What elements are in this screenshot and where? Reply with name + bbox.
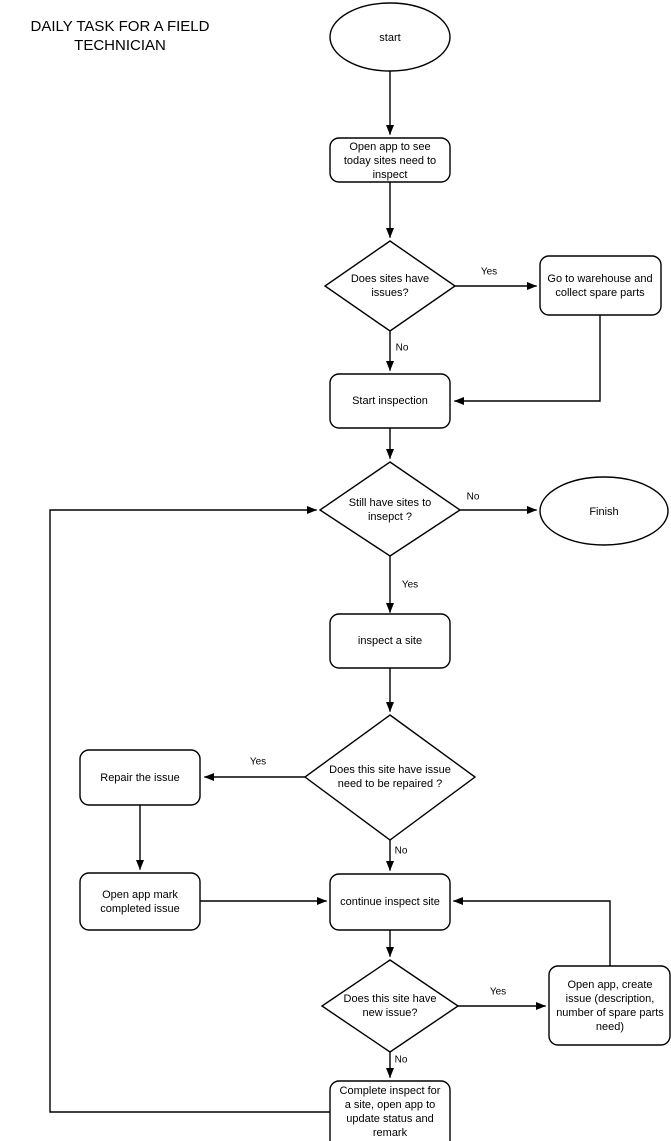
edge-label-still-sites-no: No — [467, 492, 480, 503]
node-open-app-create-issue-line-3: number of spare parts — [556, 1007, 664, 1019]
node-open-app-mark-line-1: Open app mark — [102, 889, 178, 901]
edge-labels-layer: Yes No No Yes Yes No Yes No — [250, 267, 506, 1066]
node-open-app-today-line-2: today sites need to — [344, 155, 436, 167]
open-app-mark-rect-shape — [79, 872, 201, 931]
node-site-new-issue-line-1: Does this site have — [344, 993, 437, 1005]
edge-label-repair-yes: Yes — [250, 757, 266, 768]
node-open-app-create-issue-line-4: need) — [596, 1021, 624, 1033]
node-open-app-create-issue[interactable]: Open app, create issue (description, num… — [548, 965, 671, 1046]
edge-label-repair-no: No — [395, 846, 408, 857]
edges-layer — [49, 69, 611, 1113]
edge-label-still-sites-yes: Yes — [402, 580, 418, 591]
node-start-label: start — [379, 32, 400, 44]
site-need-repair-diamond-shape — [303, 714, 477, 841]
inspect-a-site-rect-shape — [329, 613, 451, 669]
node-inspect-a-site[interactable]: inspect a site — [329, 613, 451, 669]
edge-warehouse-to-start-inspection — [454, 314, 601, 405]
still-have-sites-diamond-shape — [318, 461, 462, 557]
node-site-need-repair-line-2: need to be repaired ? — [338, 778, 443, 790]
node-complete-inspect-line-3: update status and — [346, 1113, 433, 1125]
node-site-new-issue-line-2: new issue? — [362, 1007, 417, 1019]
open-app-today-rect-shape — [329, 137, 451, 183]
node-finish-label: Finish — [589, 506, 618, 518]
complete-inspect-rect-shape — [329, 1080, 451, 1141]
edge-complete-inspect-loop-to-still-have-sites — [49, 506, 331, 1113]
diagram-title: DAILY TASK FOR A FIELD TECHNICIAN — [31, 18, 210, 54]
edge-create-issue-to-continue-inspect — [453, 897, 611, 967]
node-inspect-a-site-label: inspect a site — [358, 635, 422, 647]
node-continue-inspect[interactable]: continue inspect site — [329, 873, 451, 931]
continue-inspect-rect-shape — [329, 873, 451, 931]
node-repair-the-issue[interactable]: Repair the issue — [79, 749, 201, 806]
node-start-inspection[interactable]: Start inspection — [329, 373, 451, 429]
node-go-warehouse-line-2: collect spare parts — [555, 287, 645, 299]
node-site-new-issue[interactable]: Does this site have new issue? — [320, 959, 460, 1053]
edge-label-issues-no: No — [396, 343, 409, 354]
node-open-app-today[interactable]: Open app to see today sites need to insp… — [329, 137, 451, 183]
diagram-title-line-2: TECHNICIAN — [74, 37, 166, 54]
open-app-create-issue-rect-shape — [548, 965, 671, 1046]
diagram-title-line-1: DAILY TASK FOR A FIELD — [31, 18, 210, 35]
node-still-have-sites[interactable]: Still have sites to insepct ? — [318, 461, 462, 557]
node-open-app-mark-line-2: completed issue — [100, 903, 180, 915]
edge-label-new-issue-yes: Yes — [490, 987, 506, 998]
node-repair-the-issue-label: Repair the issue — [100, 772, 180, 784]
node-open-app-create-issue-line-2: issue (description, — [566, 993, 655, 1005]
node-complete-inspect[interactable]: Complete inspect for a site, open app to… — [329, 1080, 451, 1141]
node-complete-inspect-line-4: remark — [373, 1127, 408, 1139]
node-start-inspection-label: Start inspection — [352, 395, 428, 407]
node-open-app-today-line-3: inspect — [373, 169, 408, 181]
node-open-app-today-line-1: Open app to see — [349, 141, 430, 153]
site-new-issue-diamond-shape — [320, 959, 460, 1053]
go-warehouse-rect-shape — [539, 255, 662, 316]
finish-ellipse-shape — [539, 476, 669, 546]
node-still-have-sites-line-1: Still have sites to — [349, 497, 432, 509]
node-sites-have-issues-line-1: Does sites have — [351, 273, 429, 285]
node-sites-have-issues[interactable]: Does sites have issues? — [323, 240, 457, 332]
edge-label-issues-yes: Yes — [481, 267, 497, 278]
node-go-warehouse-line-1: Go to warehouse and — [547, 273, 652, 285]
edge-label-new-issue-no: No — [395, 1055, 408, 1066]
start-inspection-rect-shape — [329, 373, 451, 429]
node-site-need-repair-line-1: Does this site have issue — [329, 764, 451, 776]
start-ellipse-shape — [329, 2, 451, 72]
repair-the-issue-rect-shape — [79, 749, 201, 806]
node-continue-inspect-label: continue inspect site — [340, 896, 440, 908]
node-open-app-mark[interactable]: Open app mark completed issue — [79, 872, 201, 931]
sites-have-issues-diamond-shape — [323, 240, 457, 332]
node-complete-inspect-line-2: a site, open app to — [345, 1099, 436, 1111]
node-still-have-sites-line-2: insepct ? — [368, 511, 412, 523]
node-start[interactable]: start — [329, 2, 451, 72]
node-site-need-repair[interactable]: Does this site have issue need to be rep… — [303, 714, 477, 841]
node-open-app-create-issue-line-1: Open app, create — [567, 979, 652, 991]
node-finish[interactable]: Finish — [539, 476, 669, 546]
node-go-warehouse[interactable]: Go to warehouse and collect spare parts — [539, 255, 662, 316]
node-sites-have-issues-line-2: issues? — [371, 287, 408, 299]
node-complete-inspect-line-1: Complete inspect for — [340, 1085, 441, 1097]
